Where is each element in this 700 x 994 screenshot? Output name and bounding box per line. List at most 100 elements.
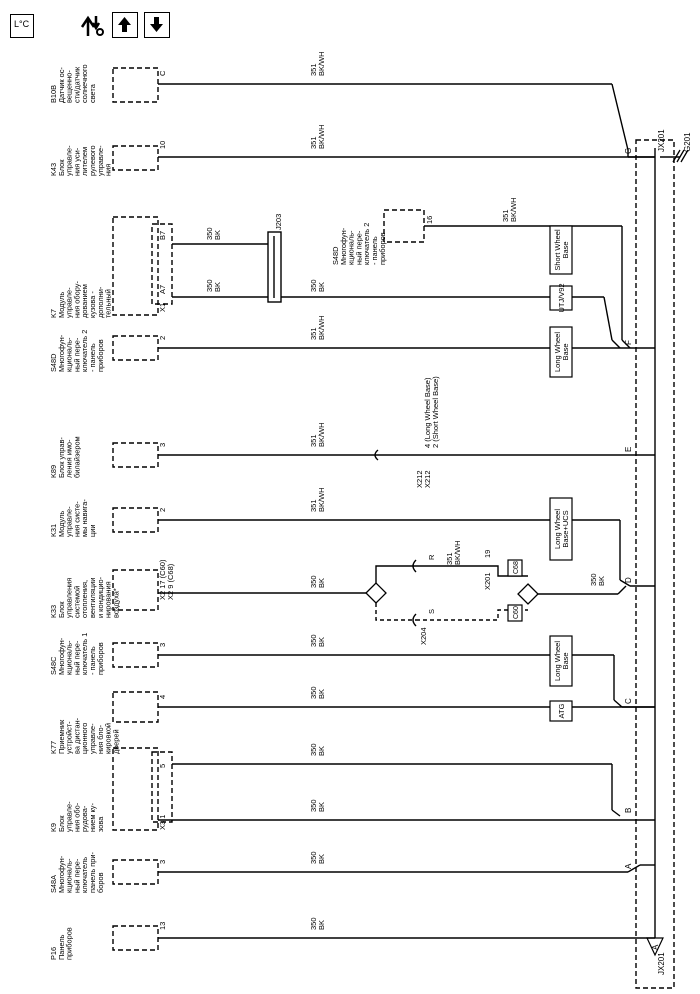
- component-label-K33: и кондицио-: [96, 576, 105, 618]
- component-label-K31: ции: [88, 525, 97, 538]
- component-label-K77: ва дистан-: [72, 717, 81, 754]
- wire-circuit-label: 350: [205, 227, 214, 240]
- pin-label: A7: [158, 285, 167, 294]
- component-label-K77: управле-: [88, 723, 97, 754]
- option-label: Base: [561, 652, 570, 669]
- option-label: Base+UCS: [561, 510, 570, 547]
- component-label-S48A: ключатель: [80, 857, 89, 893]
- component-label-K43: управле-: [65, 145, 74, 176]
- component-label-K33: воздуха*: [111, 588, 120, 618]
- x201-label: X201: [483, 572, 492, 590]
- component-label-K89: билайзером: [72, 436, 81, 478]
- x212-connector: [374, 449, 379, 461]
- pin-label: 3: [158, 443, 167, 447]
- component-label-S48A: ный пере-: [72, 858, 81, 893]
- splice-letter: A: [624, 863, 633, 869]
- c60-label: C60: [513, 606, 520, 619]
- wire-color-label: BK/WH: [453, 540, 462, 565]
- component-label-S48D-main: приборов: [96, 339, 105, 372]
- wire-segment: [627, 864, 641, 873]
- c68-label: C68: [513, 561, 520, 574]
- component-label-K77: ния бло-: [96, 724, 105, 754]
- wire-color-label: BK/WH: [317, 51, 326, 76]
- wire-circuit-label: 350: [309, 634, 318, 647]
- component-label-K9: ния обо-: [72, 802, 81, 832]
- splice-name-bottom: JX201: [657, 952, 666, 975]
- component-box-K33: [112, 569, 159, 611]
- wire-color-label: BK: [317, 578, 326, 588]
- component-label-S48D-aux: ключатель 2: [362, 223, 371, 265]
- component-box-K43: [112, 145, 159, 171]
- component-label-S48D-main: - панель: [88, 343, 97, 372]
- component-label-B10B: света: [88, 83, 97, 103]
- option-label: UTJ/V92: [557, 283, 566, 312]
- component-label-S48D-aux: приборов: [378, 232, 387, 265]
- wire-circuit-label: 351: [309, 327, 318, 340]
- option-long-wheel-base-2: [549, 635, 573, 687]
- wire-segment: [611, 809, 621, 817]
- option-short-wheel-base: [549, 225, 573, 275]
- option-label: Long Wheel: [553, 641, 562, 681]
- component-label-S48A: боров: [96, 872, 105, 893]
- ground-symbol: [672, 149, 689, 163]
- component-label-S48D-aux: кциональ-: [347, 230, 356, 265]
- option-utj-v92: [549, 285, 573, 311]
- component-label-K77: ционного: [80, 723, 89, 754]
- wire-color-label: BK: [317, 282, 326, 292]
- wire-color-label: BK: [597, 576, 606, 586]
- component-sub-box-K7: [151, 223, 173, 305]
- ground-label: G201: [683, 132, 692, 152]
- k33-branch-r: [375, 565, 416, 583]
- pin-r-label: R: [427, 554, 436, 560]
- component-sub-box-K9: [151, 751, 173, 823]
- component-label-P16: P16: [49, 947, 58, 960]
- component-label-K7: тельный: [104, 289, 113, 318]
- component-label-K31: управле-: [65, 506, 74, 537]
- component-label-K43: K43: [49, 163, 58, 176]
- component-label-K9: Блок: [57, 815, 66, 832]
- arrow-down-button[interactable]: [144, 12, 170, 38]
- wire-circuit-label: 350: [205, 279, 214, 292]
- component-label-S48C: приборов: [96, 642, 105, 675]
- arrow-up-button[interactable]: [112, 12, 138, 38]
- x201-pin: 19: [483, 550, 492, 558]
- component-label-K33: отопления,: [80, 580, 89, 618]
- component-label-K7: дополни-: [96, 286, 105, 318]
- component-label-K77: кировкой: [104, 723, 113, 754]
- wire-circuit-label: 350: [309, 743, 318, 756]
- component-label-K9: рудова-: [80, 805, 89, 832]
- component-label-B10B: Датчик ос-: [57, 67, 66, 103]
- component-label-S48D-aux: - панель: [370, 236, 379, 265]
- component-box-S48D-aux: [383, 209, 425, 243]
- component-label-K31: ния систе-: [72, 501, 81, 537]
- component-label-P16: Панель: [57, 934, 66, 960]
- location-icon[interactable]: L°C: [10, 14, 34, 38]
- component-label-B10B: B10B: [49, 85, 58, 103]
- component-box-B10B: [112, 67, 159, 103]
- pin-label: 3: [158, 643, 167, 647]
- component-label-S48C: ключатель 1: [80, 633, 89, 675]
- component-label-K77: K77: [49, 741, 58, 754]
- component-label-K31: Модуль: [57, 511, 66, 537]
- wire-circuit-label: 350: [589, 573, 598, 586]
- wire-circuit-label: 351: [309, 434, 318, 447]
- component-label-K89: K89: [49, 465, 58, 478]
- service-tools-icon[interactable]: [78, 10, 108, 40]
- pin-label: 4: [158, 695, 167, 699]
- wire-segment: [619, 579, 631, 587]
- wire-segment: [617, 585, 627, 595]
- component-label-B10B: вещенно-: [65, 70, 74, 103]
- wire-circuit-label: 350: [309, 851, 318, 864]
- wire-color-label: BK: [317, 689, 326, 699]
- component-label-S48C: Многофун-: [57, 637, 66, 675]
- splice-letter: C: [624, 698, 633, 704]
- component-box-K31: [112, 507, 159, 533]
- wire-circuit-label: 350: [309, 799, 318, 812]
- pin-label: 16: [425, 216, 434, 224]
- component-label-K33: Блок: [57, 601, 66, 618]
- wire-circuit-label: 351: [501, 209, 510, 222]
- component-label-K33: K33: [49, 605, 58, 618]
- x212-pin-label: 4 (Long Wheel Base): [423, 377, 432, 448]
- component-box-S48C: [112, 642, 159, 668]
